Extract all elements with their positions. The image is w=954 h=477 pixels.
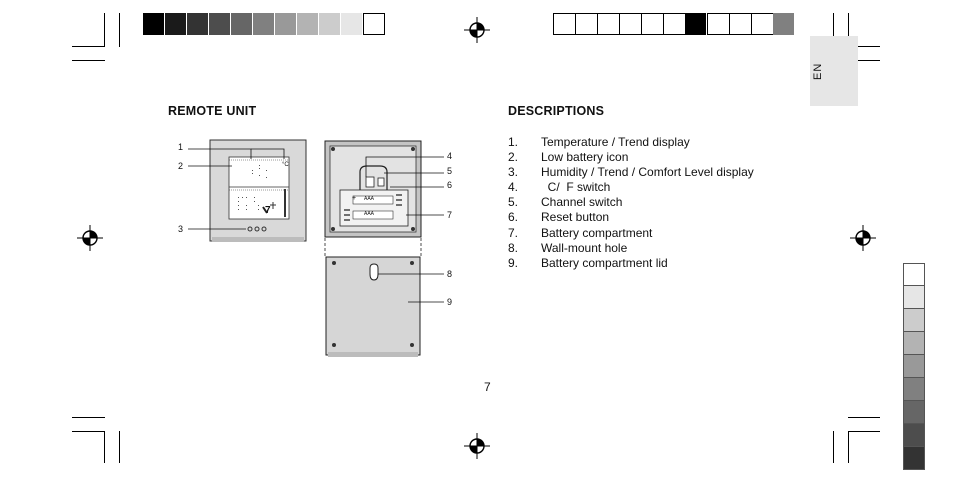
callout-5: 5 (447, 166, 453, 176)
list-item-text: Channel switch (541, 195, 623, 210)
list-item-number: 2. (508, 150, 519, 165)
color-swatch (903, 447, 925, 470)
color-swatch (143, 13, 165, 35)
color-swatch (729, 13, 751, 35)
color-swatch (663, 13, 685, 35)
callout-6: 6 (447, 180, 453, 190)
color-swatch (903, 332, 925, 355)
list-item-text: Temperature / Trend display (541, 135, 690, 149)
unit-symbol: °C (282, 162, 289, 168)
list-item-number: 4. (508, 180, 519, 195)
list-item-text: Low battery icon (541, 150, 629, 165)
color-swatch (319, 13, 341, 35)
list-item-text: C/ F switch (541, 180, 611, 195)
registration-mark-icon (850, 225, 876, 251)
language-tab-label: EN (812, 62, 824, 80)
list-item: 1. Temperature / Trend display (508, 135, 754, 150)
color-swatch (641, 13, 663, 35)
color-swatch (903, 401, 925, 424)
color-swatch (903, 378, 925, 401)
list-item-text: Battery compartment lid (541, 255, 668, 270)
color-swatch (231, 13, 253, 35)
callout-4: 4 (447, 151, 453, 161)
callout-8: 8 (447, 269, 453, 279)
list-item-number: 6. (508, 210, 519, 225)
list-item: 6. Reset button (508, 210, 754, 225)
callout-1: 1 (178, 142, 184, 152)
callout-7: 7 (447, 210, 453, 220)
color-swatch (363, 13, 385, 35)
color-swatch (165, 13, 187, 35)
list-item: 3. Humidity / Trend / Comfort Level displ… (508, 165, 754, 180)
battery-label: AAA (364, 211, 375, 217)
remote-unit-heading: REMOTE UNIT (168, 104, 257, 118)
language-tab (810, 36, 858, 106)
descriptions-list: 1. Temperature / Trend display 2. Low batte… (508, 135, 754, 271)
list-item-number: 8. (508, 240, 519, 255)
callout-9: 9 (447, 297, 453, 307)
color-swatch (597, 13, 619, 35)
color-swatch (903, 355, 925, 378)
battery-label: AAA (364, 196, 375, 202)
list-item-text: Wall-mount hole (541, 240, 628, 255)
list-item: 2. Low battery icon (508, 150, 754, 165)
list-item-text: Battery compartment (541, 225, 653, 240)
remote-unit-front-diagram (188, 139, 307, 242)
color-swatch (751, 13, 773, 35)
callout-3: 3 (178, 224, 184, 234)
color-swatch (553, 13, 575, 35)
display-digit: 7 (265, 205, 271, 216)
color-swatch (903, 424, 925, 447)
color-swatch (275, 13, 297, 35)
list-item-number: 5. (508, 195, 519, 210)
remote-unit-back-diagram (324, 140, 444, 357)
color-swatch (903, 263, 925, 286)
list-item-number: 1. (508, 135, 519, 149)
color-swatch (903, 309, 925, 332)
registration-mark-icon (464, 433, 490, 459)
color-swatch (209, 13, 231, 35)
list-item-number: 9. (508, 255, 519, 270)
list-item-text: Reset button (541, 210, 610, 225)
descriptions-heading: DESCRIPTIONS (508, 104, 605, 118)
list-item: 7. Battery compartment (508, 226, 754, 241)
color-bar-registration (553, 13, 795, 35)
color-swatch (773, 13, 795, 35)
list-item: 9. Battery compartment lid (508, 256, 754, 271)
color-bar-grayscale (143, 13, 385, 35)
color-swatch (575, 13, 597, 35)
color-bar-side (903, 263, 925, 470)
registration-mark-icon (77, 225, 103, 251)
callout-2: 2 (178, 161, 184, 171)
color-swatch (253, 13, 275, 35)
list-item: 8. Wall-mount hole (508, 241, 754, 256)
list-item: 4. C/ F switch (508, 180, 754, 195)
list-item-text: Humidity / Trend / Comfort Level display (541, 165, 754, 180)
list-item: 5. Channel switch (508, 195, 754, 210)
list-item-number: 3. (508, 165, 519, 180)
battery-plus-sign: + (352, 195, 357, 202)
color-swatch (341, 13, 363, 35)
registration-mark-icon (464, 17, 490, 43)
color-swatch (685, 13, 707, 35)
color-swatch (707, 13, 729, 35)
color-swatch (619, 13, 641, 35)
color-swatch (903, 286, 925, 309)
color-swatch (187, 13, 209, 35)
page-number: 7 (484, 380, 491, 394)
list-item-number: 7. (508, 225, 519, 240)
color-swatch (297, 13, 319, 35)
